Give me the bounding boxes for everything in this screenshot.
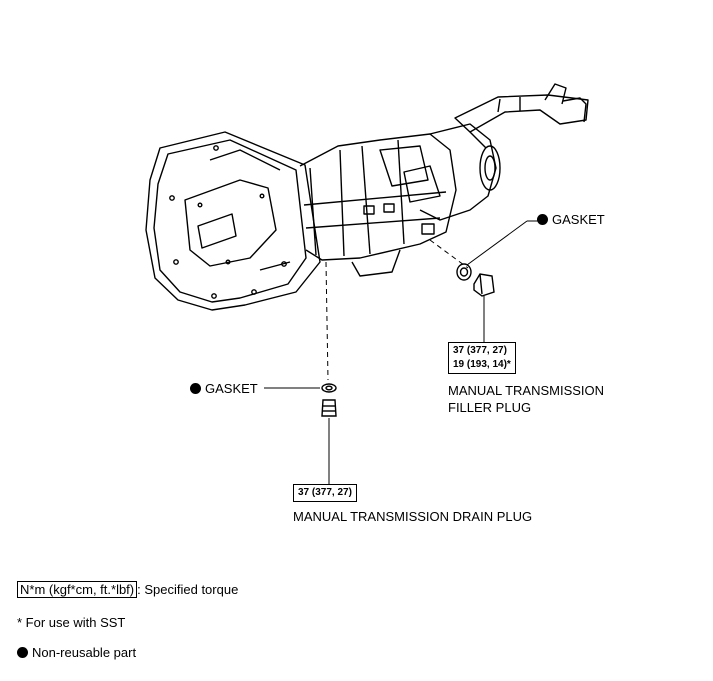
drain-plug-label: MANUAL TRANSMISSION DRAIN PLUG — [293, 509, 533, 524]
non-reusable-dot-icon — [190, 383, 201, 394]
non-reusable-dot-icon — [537, 214, 548, 225]
filler-plug-label-line1: MANUAL TRANSMISSION — [448, 383, 605, 398]
drain-gasket-callout: GASKET — [190, 381, 258, 396]
drain-torque-box: 37 (377, 27) — [293, 484, 357, 502]
drain-torque-value: 37 (377, 27) — [298, 487, 352, 498]
filler-torque-value: 37 (377, 27) — [453, 345, 507, 356]
legend-torque: N*m (kgf*cm, ft.*lbf): Specified torque — [17, 581, 239, 598]
filler-plug-label-line2: FILLER PLUG — [448, 400, 532, 415]
filler-torque-sst-value: 19 (193, 14)* — [453, 359, 511, 370]
legend-torque-unit: N*m (kgf*cm, ft.*lbf) — [17, 581, 138, 598]
filler-gasket-callout: GASKET — [537, 212, 605, 227]
filler-torque-box: 37 (377, 27) 19 (193, 14)* — [448, 342, 516, 374]
non-reusable-dot-icon — [17, 647, 28, 658]
legend-nonreusable: Non-reusable part — [17, 645, 136, 660]
legend-torque-desc: : Specified torque — [137, 582, 239, 597]
legend-sst-note: * For use with SST — [17, 615, 126, 630]
